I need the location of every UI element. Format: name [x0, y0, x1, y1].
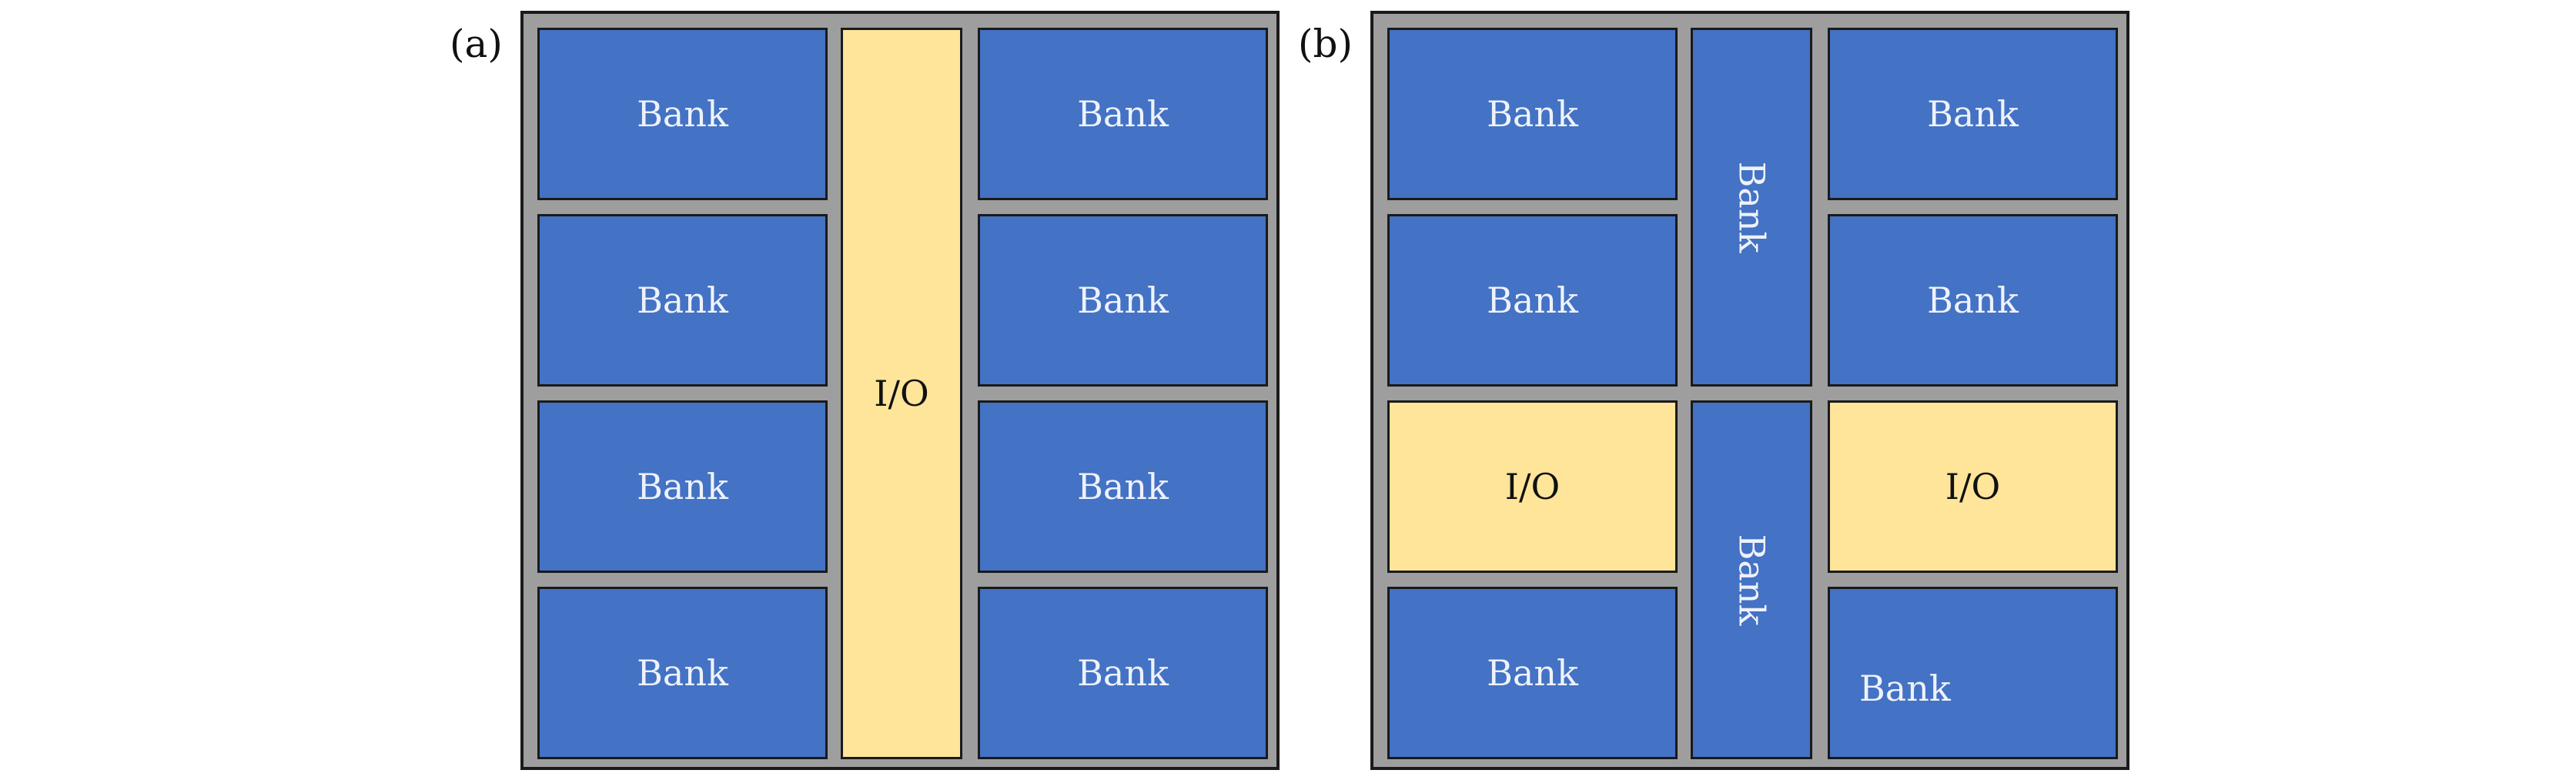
bank-label: Bank — [1077, 280, 1169, 321]
panel-a-bank-left-3: Bank — [537, 400, 828, 573]
bank-label: Bank — [637, 466, 728, 507]
io-label: I/O — [1504, 466, 1561, 507]
panel-a-bank-left-4: Bank — [537, 587, 828, 759]
panel-a-bank-left-1: Bank — [537, 28, 828, 200]
panel-b-bank-vertical-bottom: Bank — [1691, 400, 1812, 759]
bank-label: Bank — [1077, 652, 1169, 694]
panel-a-bank-right-2: Bank — [978, 214, 1268, 387]
io-label: I/O — [1945, 466, 2001, 507]
bank-label: Bank — [1077, 93, 1169, 135]
panel-a-bank-right-3: Bank — [978, 400, 1268, 573]
panel-b-bank-right-2: Bank — [1828, 214, 2118, 387]
panel-a-io-column: I/O — [841, 28, 962, 759]
panel-b-bank-left-1: Bank — [1387, 28, 1678, 200]
panel-b-chip: Bank Bank I/O Bank Bank Bank Bank Bank I… — [1370, 11, 2129, 770]
panel-a-label: (a) — [450, 22, 503, 66]
panel-b-bank-vertical-top: Bank — [1691, 28, 1812, 387]
bank-label: Bank — [1730, 161, 1772, 253]
bank-label: Bank — [1730, 534, 1772, 626]
panel-a-chip: Bank Bank Bank Bank I/O Bank Bank Bank B… — [520, 11, 1280, 770]
bank-label: Bank — [637, 93, 728, 135]
panel-b-bank-left-4: Bank — [1387, 587, 1678, 759]
io-label: I/O — [874, 373, 929, 414]
bank-label: Bank — [1859, 668, 1951, 709]
bank-label: Bank — [1077, 466, 1169, 507]
bank-label: Bank — [1927, 280, 2019, 321]
panel-a-bank-right-4: Bank — [978, 587, 1268, 759]
bank-label: Bank — [1487, 652, 1578, 694]
bank-label: Bank — [637, 652, 728, 694]
panel-a-bank-right-1: Bank — [978, 28, 1268, 200]
bank-label: Bank — [637, 280, 728, 321]
panel-a-bank-left-2: Bank — [537, 214, 828, 387]
panel-b-io-left: I/O — [1387, 400, 1678, 573]
panel-b-bank-left-2: Bank — [1387, 214, 1678, 387]
panel-b-label: (b) — [1298, 22, 1353, 66]
panel-b-io-right: I/O — [1828, 400, 2118, 573]
bank-label: Bank — [1487, 93, 1578, 135]
panel-b-bank-right-4: Bank — [1828, 587, 2118, 759]
panel-b-bank-right-1: Bank — [1828, 28, 2118, 200]
bank-label: Bank — [1487, 280, 1578, 321]
bank-label: Bank — [1927, 93, 2019, 135]
